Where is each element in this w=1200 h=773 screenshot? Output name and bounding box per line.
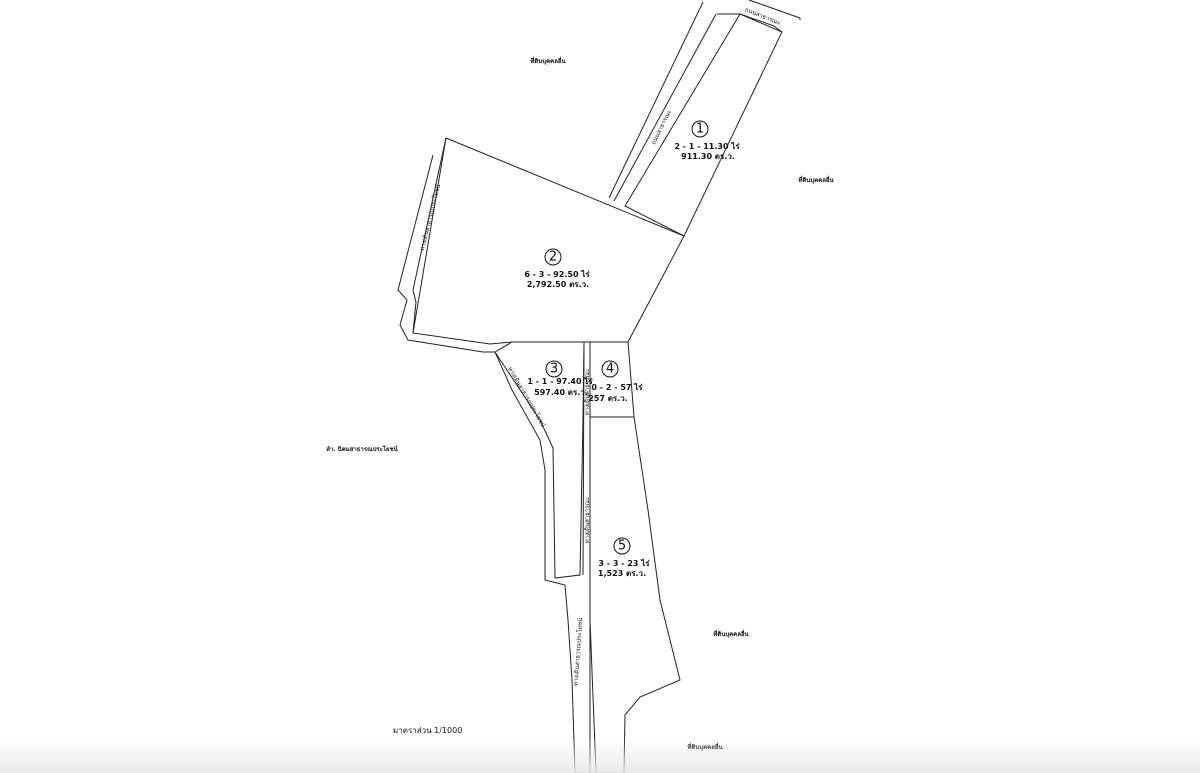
parcel-5-number: 5 bbox=[618, 539, 626, 554]
label-path-left-lower: ทางเดินสาธารณประโยชน์ bbox=[572, 617, 585, 686]
parcel-5-marker: 5 3 - 3 - 23 ไร่ 1,523 ตร.ว. bbox=[598, 537, 650, 578]
parcel-5-area-rai: 3 - 3 - 23 ไร่ bbox=[598, 558, 650, 568]
label-path-left-middle: ทางเดินสาธารณประโยชน์ bbox=[506, 365, 547, 428]
parcel-5-boundary bbox=[589, 416, 681, 773]
label-private-land-bottom: ที่ดินบุคคลอื่น bbox=[687, 742, 723, 751]
label-private-land-top: ที่ดินบุคคลอื่น bbox=[530, 56, 566, 65]
label-path-center-lower: ทางเดินสาธารณะ bbox=[584, 497, 591, 543]
parcel-3-marker: 3 1 - 1 - 97.40 ไร่ 597.40 ตร.ว. bbox=[527, 360, 593, 397]
parcel-4-area-rai: 0 - 2 - 57 ไร่ bbox=[591, 382, 643, 392]
label-public-canal: ลำ. นิคมสาธารณประโยชน์ bbox=[326, 445, 398, 453]
parcel-5-area-sqwa: 1,523 ตร.ว. bbox=[598, 569, 646, 578]
top-road bbox=[608, 0, 801, 202]
label-path-center-upper: ทางเดินสาธารณะ bbox=[584, 369, 591, 415]
parcel-4-area-sqwa: 257 ตร.ว. bbox=[588, 394, 628, 403]
parcel-1-number: 1 bbox=[696, 122, 704, 137]
label-path-left-upper: ทางเดินสาธารณประโยชน์ bbox=[418, 183, 442, 251]
parcel-1-marker: 1 2 - 1 - 11.30 ไร่ 911.30 ตร.ว. bbox=[674, 120, 740, 161]
left-path bbox=[397, 137, 576, 773]
parcel-2-marker: 2 6 - 3 - 92.50 ไร่ 2,792.50 ตร.ว. bbox=[524, 248, 590, 289]
label-private-land-right: ที่ดินบุคคลอื่น bbox=[798, 175, 834, 184]
parcel-3-area-rai: 1 - 1 - 97.40 ไร่ bbox=[527, 376, 593, 386]
parcel-2-area-rai: 6 - 3 - 92.50 ไร่ bbox=[524, 269, 590, 279]
label-private-land-lower-right: ที่ดินบุคคลอื่น bbox=[713, 629, 749, 638]
parcel-1-area-rai: 2 - 1 - 11.30 ไร่ bbox=[674, 141, 740, 151]
parcel-2-boundary bbox=[412, 137, 685, 345]
parcel-4-boundary bbox=[589, 341, 635, 418]
parcel-1-area-sqwa: 911.30 ตร.ว. bbox=[681, 152, 735, 161]
parcel-3-area-sqwa: 597.40 ตร.ว. bbox=[534, 388, 588, 397]
parcel-2-area-sqwa: 2,792.50 ตร.ว. bbox=[527, 280, 589, 289]
parcel-4-marker: 4 0 - 2 - 57 ไร่ 257 ตร.ว. bbox=[588, 360, 643, 403]
parcel-4-number: 4 bbox=[606, 362, 614, 377]
parcel-3-number: 3 bbox=[550, 362, 558, 377]
scale-label: มาตราส่วน 1/1000 bbox=[393, 726, 462, 735]
parcel-2-number: 2 bbox=[549, 250, 557, 265]
